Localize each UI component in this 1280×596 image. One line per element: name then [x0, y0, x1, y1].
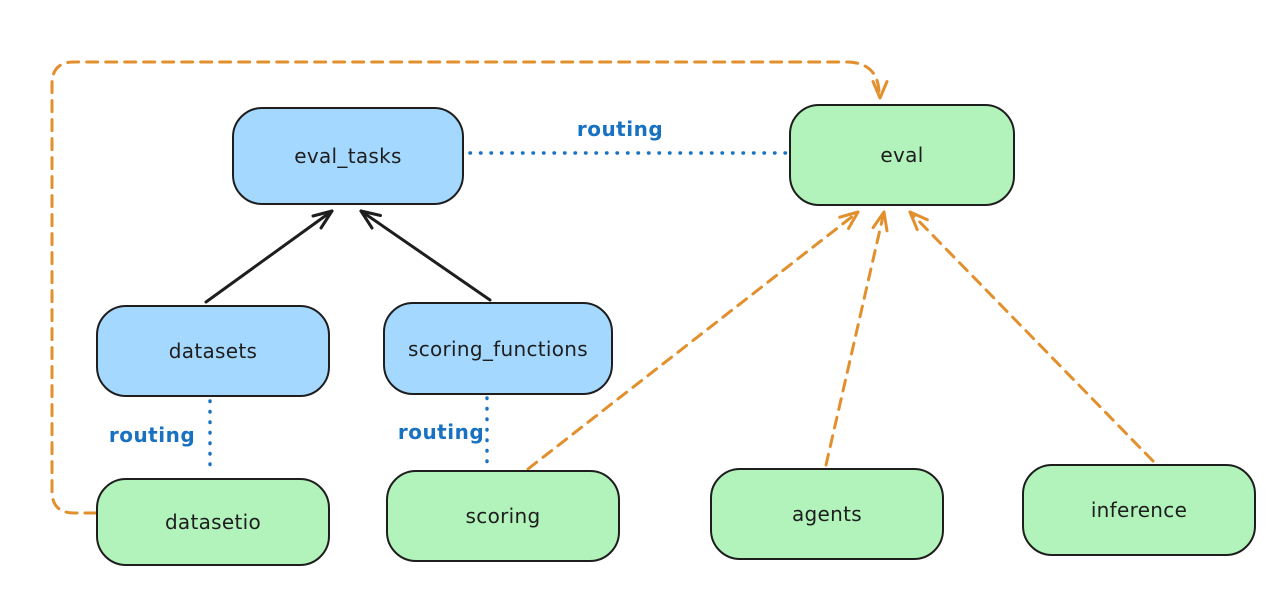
arrow-datasets-to-eval-tasks	[204, 209, 334, 304]
node-scoring-functions-label: scoring_functions	[407, 336, 589, 361]
node-scoring-label: scoring	[465, 504, 541, 528]
node-eval-tasks-label: eval_tasks	[294, 144, 402, 168]
node-eval: eval	[789, 104, 1015, 206]
node-inference: inference	[1022, 464, 1256, 556]
node-datasetio: datasetio	[96, 478, 330, 566]
arrowhead	[908, 210, 929, 232]
arrow-scoring-functions-to-eval-tasks	[359, 209, 492, 302]
node-agents-label: agents	[792, 502, 862, 526]
arrowhead	[871, 210, 889, 233]
routing-label-datasets-datasetio: routing	[108, 423, 196, 447]
node-datasets: datasets	[96, 305, 330, 397]
node-agents: agents	[710, 468, 944, 560]
arrowhead	[311, 209, 334, 230]
node-eval-tasks: eval_tasks	[232, 107, 464, 205]
arrowhead	[871, 80, 889, 100]
routing-label-scoring-functions-scoring: routing	[397, 420, 485, 444]
arrowhead	[838, 210, 860, 230]
routing-label-eval-tasks-eval: routing	[576, 117, 664, 141]
node-eval-label: eval	[880, 143, 924, 167]
arrow-scoring-to-eval	[526, 210, 860, 471]
node-scoring-functions: scoring_functions	[383, 302, 613, 395]
node-inference-label: inference	[1090, 498, 1188, 522]
node-scoring: scoring	[386, 470, 620, 562]
arrow-datasetio-to-eval	[50, 60, 889, 515]
arrow-agents-to-eval	[824, 210, 889, 467]
node-datasets-label: datasets	[168, 339, 258, 363]
arrowhead	[359, 209, 382, 230]
node-datasetio-label: datasetio	[164, 510, 262, 534]
arrow-inference-to-eval	[908, 210, 1155, 463]
